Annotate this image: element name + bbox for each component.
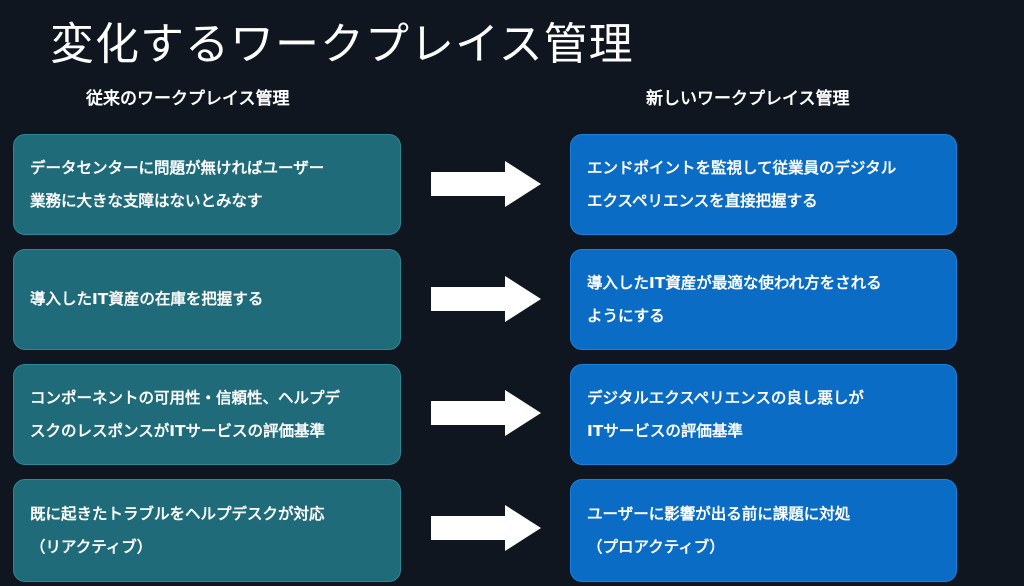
card-text-line: コンポーネントの可用性・信頼性、ヘルプデ — [30, 388, 341, 407]
traditional-card-2: 導入したIT資産の在庫を把握する — [13, 249, 401, 350]
card-text-line: エンドポイントを監視して従業員のデジタル — [587, 158, 897, 177]
card-text-line: スクのレスポンスがITサービスの評価基準 — [30, 421, 326, 440]
traditional-card-3: コンポーネントの可用性・信頼性、ヘルプデ スクのレスポンスがITサービスの評価基… — [13, 364, 401, 465]
new-column-heading: 新しいワークプレイス管理 — [646, 89, 850, 109]
page-title: 変化するワークプレイス管理 — [50, 19, 634, 70]
new-card-2: 導入したIT資産が最適な使われ方をされる ようにする — [570, 249, 957, 350]
card-text-line: デジタルエクスペリエンスの良し悪しが — [587, 388, 864, 407]
card-text-line: 既に起きたトラブルをヘルプデスクが対応 — [30, 504, 325, 523]
new-card-3: デジタルエクスペリエンスの良し悪しが ITサービスの評価基準 — [570, 364, 957, 465]
new-card-1: エンドポイントを監視して従業員のデジタル エクスペリエンスを直接把握する — [570, 134, 957, 235]
card-text-line: ようにする — [587, 306, 665, 325]
right-arrow-icon — [431, 276, 541, 322]
right-arrow-icon — [431, 505, 541, 551]
card-text-line: （リアクティブ） — [30, 537, 153, 556]
traditional-card-4: 既に起きたトラブルをヘルプデスクが対応 （リアクティブ） — [13, 479, 401, 582]
card-text-line: データセンターに問題が無ければユーザー — [30, 158, 325, 177]
traditional-column-heading: 従来のワークプレイス管理 — [86, 89, 290, 109]
card-text-line: 導入したIT資産の在庫を把握する — [30, 290, 264, 308]
card-text-line: （プロアクティブ） — [587, 537, 725, 556]
traditional-card-1: データセンターに問題が無ければユーザー 業務に大きな支障はないとみなす — [13, 134, 401, 235]
card-text-line: 業務に大きな支障はないとみなす — [30, 191, 263, 210]
new-card-4: ユーザーに影響が出る前に課題に対処 （プロアクティブ） — [570, 479, 957, 582]
right-arrow-icon — [431, 161, 541, 207]
right-arrow-icon — [431, 390, 541, 436]
card-text-line: 導入したIT資産が最適な使われ方をされる — [587, 273, 882, 292]
card-text-line: ユーザーに影響が出る前に課題に対処 — [587, 504, 851, 523]
card-text-line: ITサービスの評価基準 — [587, 421, 743, 440]
card-text-line: エクスペリエンスを直接把握する — [587, 191, 818, 210]
